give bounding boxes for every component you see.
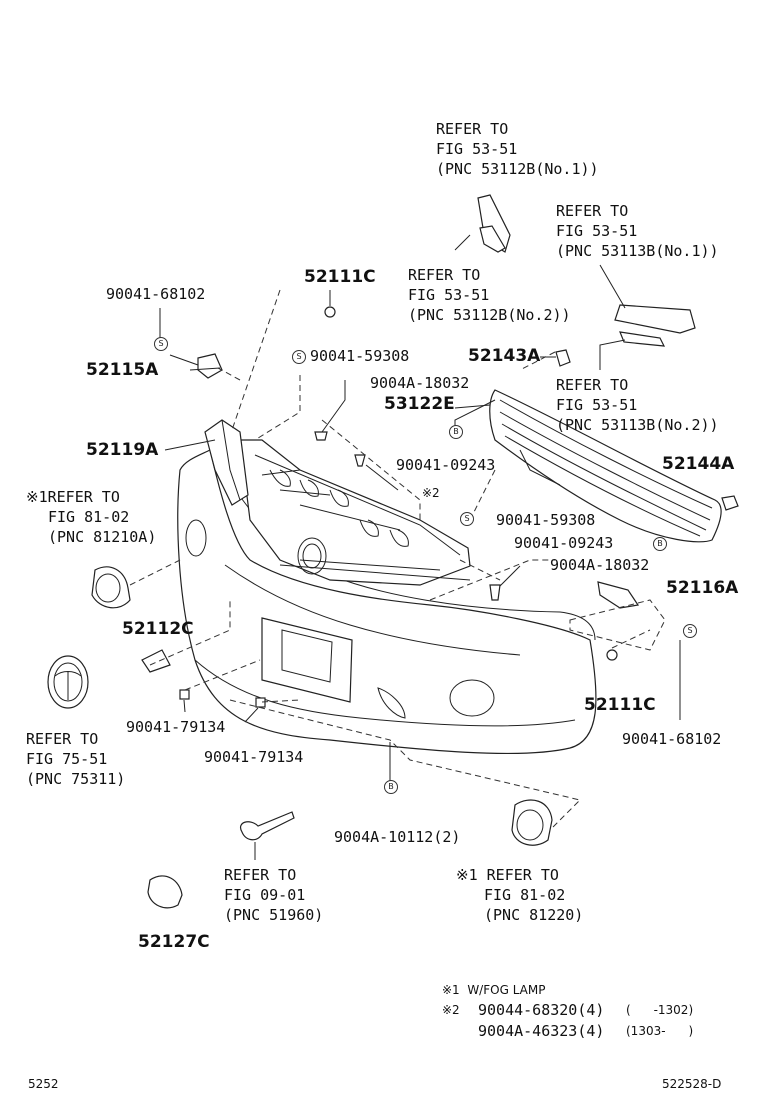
tow-refer-line2: FIG 09-01 <box>224 886 306 904</box>
part-90041-79134-a: 90041-79134 <box>126 718 226 736</box>
fog-bezel-right <box>377 687 406 719</box>
note-1: ※1 W/FOG LAMP <box>442 983 546 997</box>
footer-page-code: 5252 <box>28 1077 59 1091</box>
note-2-range-a: ( -1302) <box>626 1003 694 1017</box>
refer-53113b-no2-line3: (PNC 53113B(No.2)) <box>556 416 719 434</box>
license-plate-bracket <box>261 617 353 703</box>
fog-right-refer-line3: (PNC 81220) <box>484 906 584 924</box>
b-marker-1: B <box>449 425 463 439</box>
bumper-lower-groove <box>224 564 521 656</box>
clip-52111c-bottom <box>606 649 618 661</box>
bumper-lower-lip <box>194 659 576 727</box>
b-marker-3: B <box>384 780 398 794</box>
refer-53113b-no1-line1: REFER TO <box>556 202 629 220</box>
part-52112c: 52112C <box>122 619 194 639</box>
refer-53112b-no2-line3: (PNC 53112B(No.2)) <box>408 306 571 324</box>
tow-refer-line1: REFER TO <box>224 866 297 884</box>
part-52111c-top: 52111C <box>304 267 376 287</box>
screw-92 <box>354 454 366 467</box>
right-fog-opening <box>449 679 495 717</box>
note-2-part-a: 90044-68320(4) <box>478 1001 605 1019</box>
fog-right-refer-line1: ※1 REFER TO <box>456 866 559 884</box>
refer-53113b-no2-line1: REFER TO <box>556 376 629 394</box>
part-52127c: 52127C <box>138 932 210 952</box>
emblem-mount <box>297 537 327 575</box>
note-2-range-b: (1303- ) <box>626 1024 694 1038</box>
part-52115a: 52115A <box>86 360 159 380</box>
part-90041-79134-b: 90041-79134 <box>204 748 304 766</box>
tow-refer-line3: (PNC 51960) <box>224 906 324 924</box>
upper-grille-frame <box>239 439 471 586</box>
fog-left-refer-line3: (PNC 81210A) <box>48 528 157 546</box>
tow-hole-cover <box>147 875 183 909</box>
s-marker-1: S <box>154 337 168 351</box>
screw-9004a-18032-a <box>314 431 328 441</box>
refer-53113b-no2-line2: FIG 53-51 <box>556 396 638 414</box>
trim-53112b-no2 <box>479 225 506 253</box>
fog-left-refer-line1: ※1REFER TO <box>26 488 120 506</box>
note-2-mark: ※2 <box>442 1003 460 1017</box>
part-90041-09243-bottom: 90041-09243 <box>514 534 614 552</box>
nut-79134-b <box>255 697 266 708</box>
fog-right-refer-line2: FIG 81-02 <box>484 886 566 904</box>
note-2-part-b: 9004A-46323(4) <box>478 1022 605 1040</box>
trim-53113b-no1 <box>614 304 696 334</box>
emblem-refer-line1: REFER TO <box>26 730 99 748</box>
clip-52144a <box>721 495 739 511</box>
part-52116a: 52116A <box>666 578 739 598</box>
part-9004a-18032-bottom: 9004A-18032 <box>550 556 650 574</box>
s-marker-3: S <box>460 512 474 526</box>
right-fog-lamp <box>511 799 553 846</box>
clip-52115a <box>197 353 223 379</box>
part-90041-59308-bottom: 90041-59308 <box>496 511 596 529</box>
screw-9004a-18032-b <box>489 584 501 601</box>
part-9004a-18032-top: 9004A-18032 <box>370 374 470 392</box>
part-52144a: 52144A <box>662 454 735 474</box>
refer-53112b-no1-line3: (PNC 53112B(No.1)) <box>436 160 599 178</box>
refer-53112b-no2-line2: FIG 53-51 <box>408 286 490 304</box>
refer-53113b-no1-line3: (PNC 53113B(No.1)) <box>556 242 719 260</box>
refer-53112b-no1-line1: REFER TO <box>436 120 509 138</box>
emblem-refer-line2: FIG 75-51 <box>26 750 108 768</box>
part-90041-59308-top: 90041-59308 <box>310 347 410 365</box>
refer-53113b-no1-line2: FIG 53-51 <box>556 222 638 240</box>
radiator-grille <box>489 389 722 543</box>
fog-left-refer-line2: FIG 81-02 <box>48 508 130 526</box>
footer-drawing-number: 522528-D <box>662 1077 722 1091</box>
bracket-52116a <box>597 581 640 609</box>
emblem-refer-line3: (PNC 75311) <box>26 770 126 788</box>
clip-52112c <box>141 649 171 673</box>
part-52119a: 52119A <box>86 440 159 460</box>
left-fog-lamp <box>91 566 131 609</box>
part-90041-09243-top: 90041-09243 <box>396 456 496 474</box>
refer-53112b-no1-line2: FIG 53-51 <box>436 140 518 158</box>
part-90041-68102-top: 90041-68102 <box>106 285 206 303</box>
note-2-marker: ※2 <box>422 486 440 500</box>
clip-52111c-top <box>324 306 336 318</box>
part-52111c-bottom: 52111C <box>584 695 656 715</box>
trim-53113b-no2 <box>619 331 666 347</box>
part-9004a-10112: 9004A-10112(2) <box>334 828 461 846</box>
part-52143a: 52143A <box>468 346 541 366</box>
clip-52143a <box>555 349 571 367</box>
s-marker-4: S <box>683 624 697 638</box>
left-fog-opening <box>185 519 207 557</box>
nut-79134-a <box>179 689 190 700</box>
refer-53112b-no2-line1: REFER TO <box>408 266 481 284</box>
b-marker-2: B <box>653 537 667 551</box>
tow-hook <box>240 811 295 841</box>
part-90041-68102-bottom: 90041-68102 <box>622 730 722 748</box>
part-53122e: 53122E <box>384 394 455 414</box>
s-marker-2: S <box>292 350 306 364</box>
